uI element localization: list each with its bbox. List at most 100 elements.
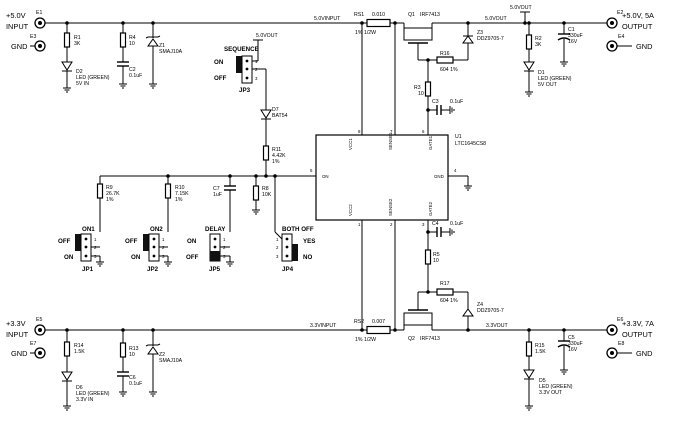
jp3-ref: JP3: [239, 87, 251, 94]
resistor-r11: R11 4.42K 1%: [262, 128, 286, 176]
z2-ref: Z2: [159, 352, 165, 358]
jp5-on: ON: [187, 238, 197, 245]
net-arrow-jp3: 5.0VOUT: [253, 33, 278, 41]
u1-pin-on: ON: [322, 174, 329, 179]
net-label-jp3: 5.0VOUT: [256, 33, 278, 39]
terminal-e7: GND E7: [11, 341, 46, 359]
rs1-value2: 1% 1/2W: [355, 30, 376, 36]
capacitor-c4: C4 0.1uF: [428, 221, 463, 237]
r2-ref: R2: [535, 36, 542, 42]
d1-ref: D1: [538, 70, 545, 76]
z4-ref: Z4: [477, 302, 483, 308]
terminal-e1-ref: E1: [36, 10, 42, 16]
capacitor-c2: C2 0.1uF: [117, 61, 142, 84]
led-d1: D1 LED (GREEN) 5V OUT: [523, 61, 572, 92]
ground-symbols: [63, 61, 568, 411]
jp2-ref: JP2: [147, 266, 159, 273]
jp1-pin-1: 1: [94, 237, 97, 242]
jp5-title: DELAY: [205, 226, 226, 233]
terminal-e5-sub: INPUT: [6, 330, 29, 339]
d1-value2: 5V OUT: [538, 82, 558, 88]
terminal-e3: GND E3: [11, 34, 46, 52]
wire-on-node: [99, 175, 316, 232]
jp1-title: ON1: [82, 226, 95, 233]
jp4-ref: JP4: [282, 266, 294, 273]
z1-ref: Z1: [159, 43, 165, 49]
jp1-off: OFF: [58, 238, 71, 245]
resistor-r8: R8 10K: [252, 185, 272, 210]
ic-u1: U1 LTC1645CS8 VCC1 SENSE1 GATE1 VCC2 SEN…: [310, 129, 486, 227]
terminal-e7-label: GND: [11, 349, 27, 358]
r1-ref: R1: [74, 35, 81, 41]
jp4-yes: YES: [303, 238, 315, 245]
z4-value: DDZ9705-7: [477, 308, 504, 314]
zener-z2: Z2 SMAJ10A: [145, 330, 183, 392]
zener-z4: Z4 DDZ9705-7: [462, 292, 504, 330]
c7-value: 1uF: [213, 192, 222, 198]
terminal-e4: GND E4: [606, 34, 652, 52]
terminal-e7-ref: E7: [30, 341, 36, 347]
jumper-jp2[interactable]: ON2 OFF ON JP2 1 2 3: [125, 226, 168, 273]
jumper-jp1[interactable]: ON1 OFF ON JP1 1 2 3: [58, 226, 100, 273]
r15-value: 1.5K: [535, 349, 546, 355]
r10-value2: 1%: [175, 197, 183, 203]
resistor-r13: R13 10: [119, 330, 139, 372]
u1-pin-4: 4: [454, 168, 457, 173]
u1-pin-3: 3: [422, 222, 425, 227]
r11-ref: R11: [272, 147, 281, 153]
terminal-e6-ref: E6: [617, 317, 623, 323]
u1-pin-5: 5: [310, 168, 313, 173]
u1-pin-8: 8: [358, 129, 361, 134]
u1-pin-gate2: GATE2: [428, 201, 433, 216]
net-label-3v3-out: 3.3VOUT: [486, 323, 508, 329]
jp4-pin-2: 2: [276, 245, 279, 250]
r1-value: 3K: [74, 41, 81, 47]
terminal-e5-ref: E5: [36, 317, 42, 323]
rs2-ref: RS2: [354, 319, 364, 325]
d6-ref: D6: [76, 385, 83, 391]
terminal-e6-label: +3.3V, 7A: [622, 319, 654, 328]
jp2-off: OFF: [125, 238, 138, 245]
r10-ref: R10: [175, 185, 185, 191]
u1-pin-sense1: SENSE1: [388, 132, 393, 150]
d1-value: LED (GREEN): [538, 76, 572, 82]
resistor-r14: R14 1.5K: [63, 330, 85, 372]
capacitor-c3: C3 0.1uF: [428, 99, 463, 115]
r5-value: 10: [433, 258, 439, 264]
jumper-jp5[interactable]: DELAY ON OFF JP5 1 2 3: [186, 226, 230, 273]
terminal-e2: +5.0V, 5A OUTPUT E2: [606, 10, 654, 31]
d6-value2: 3.3V IN: [76, 397, 94, 403]
r11-value2: 1%: [272, 159, 280, 165]
c3-ref: C3: [432, 99, 439, 105]
u1-pin-gnd: GND: [434, 174, 444, 179]
resistor-r9: R9 26.7K 1%: [96, 183, 120, 232]
c1-value2: 16V: [568, 39, 578, 45]
r10-value: 7.15K: [175, 191, 189, 197]
c2-value: 0.1uF: [129, 73, 142, 79]
capacitor-c5: C5 330uF 16V: [557, 330, 583, 370]
terminal-e8: GND E8: [606, 341, 652, 359]
rs2-value2: 1% 1/2W: [355, 337, 376, 343]
d7-ref: D7: [272, 107, 279, 113]
led-d6: D6 LED (GREEN) 3.3V IN: [61, 371, 110, 406]
jp5-ref: JP5: [209, 266, 221, 273]
r4-ref: R4: [129, 35, 136, 41]
mosfet-q2: Q2 IRF7413: [403, 292, 440, 342]
q1-ref: Q1: [408, 12, 415, 18]
net-label-5v-out-top: 5.0VOUT: [510, 5, 532, 11]
jp4-no: NO: [303, 254, 312, 261]
terminal-e1-sub: INPUT: [6, 22, 29, 31]
zener-z1: Z1 SMAJ10A: [145, 23, 183, 84]
d5-value2: 3.3V OUT: [539, 390, 563, 396]
terminal-e2-sub: OUTPUT: [622, 22, 653, 31]
rs1-ref: RS1: [354, 12, 364, 18]
mosfet-q1: Q1 IRF7413: [403, 12, 440, 60]
d5-ref: D5: [539, 378, 546, 384]
capacitor-c7: C7 1uF: [213, 185, 236, 232]
jumper-jp4[interactable]: BOTH OFF YES NO JP4 1 2 3: [274, 226, 315, 273]
r17-ref: R17: [440, 281, 450, 287]
jumper-jp3[interactable]: SEQUENCE ON OFF JP3 1 2 3: [214, 40, 267, 94]
u1-pin-sense2: SENSE2: [388, 198, 393, 216]
net-arrow-5v-out: [520, 11, 530, 23]
terminal-e8-label: GND: [636, 349, 652, 358]
